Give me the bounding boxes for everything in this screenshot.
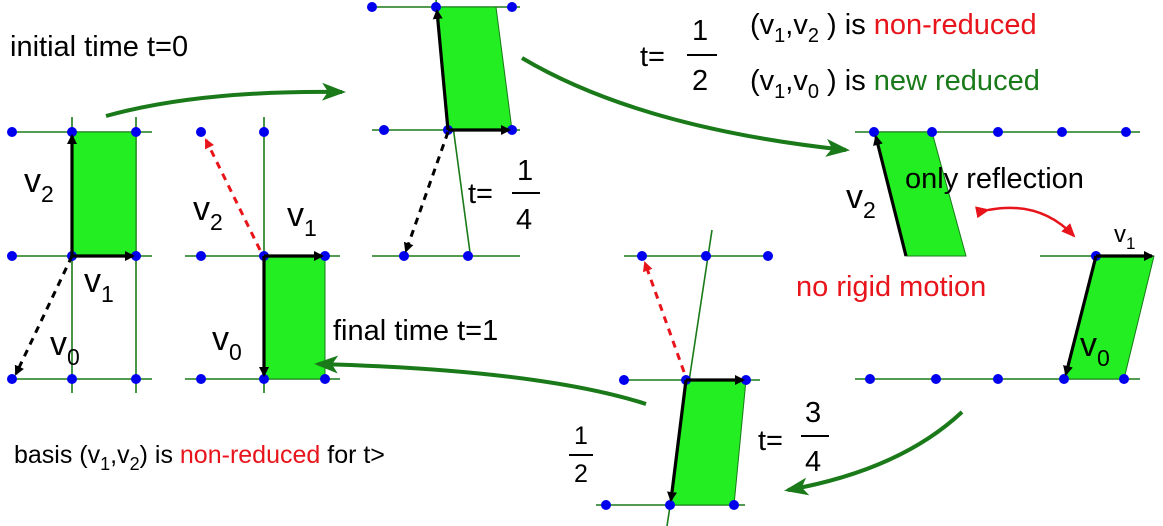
- lattice-points: [865, 127, 1131, 384]
- label-v0: v0: [50, 325, 80, 370]
- vector-v2: [432, 9, 450, 131]
- frac-den: 4: [805, 446, 821, 478]
- label-v1: v1: [84, 262, 114, 307]
- t-label: t=: [758, 425, 783, 457]
- basis-statement: basis (v1,v2) is non-reduced for t> 1 2: [14, 422, 593, 488]
- cell-t-three-quarter: [669, 379, 747, 506]
- t-label: t=: [640, 41, 665, 73]
- lattice-points: [601, 251, 773, 510]
- vector-v0: [667, 379, 688, 502]
- vector-v0-dashed: [403, 131, 450, 253]
- reduced-cell-t0: [71, 131, 137, 257]
- t-label: t=: [468, 178, 493, 210]
- reflection-arrow: [975, 206, 1076, 238]
- only-reflection-label: only reflection: [905, 163, 1084, 195]
- no-rigid-motion-label: no rigid motion: [796, 271, 986, 303]
- arrow-half-to-three-quarter: [784, 410, 964, 496]
- frac-den: 2: [692, 65, 708, 97]
- reduced-cell-t1: [263, 255, 326, 380]
- vector-v0-dashed: [14, 255, 74, 376]
- label-v1: v1: [287, 196, 317, 241]
- frac-num: 1: [574, 422, 588, 450]
- vector-v2-dashed: [642, 261, 686, 373]
- frac-num: 3: [805, 397, 821, 429]
- panel-t0: v2 v1 v0 initial time t=0: [7, 31, 188, 393]
- initial-time-label: initial time t=0: [10, 31, 188, 63]
- final-time-label: final time t=1: [333, 315, 498, 347]
- frac-den: 2: [574, 460, 588, 488]
- panel-t-half: v2 v1 v0 only reflection no rigid motion…: [640, 9, 1155, 384]
- new-reduced-statement: (v1,v0 ) is new reduced: [750, 65, 1040, 103]
- label-v2: v2: [24, 162, 54, 207]
- panel-t1: v2 v1 v0 final time t=1: [185, 117, 498, 393]
- vector-v0: [1063, 255, 1098, 376]
- label-v0: v0: [212, 320, 242, 365]
- frac-num: 1: [692, 15, 708, 47]
- label-v2: v2: [846, 178, 876, 223]
- panel-t-three-quarter: t= 3 4: [596, 229, 829, 526]
- arrow-t0-to-quarter: [105, 82, 346, 118]
- arrow-quarter-to-half: [520, 56, 850, 157]
- frac-num: 1: [517, 155, 533, 187]
- label-v2: v2: [193, 190, 223, 235]
- arrow-three-quarter-to-t1: [314, 355, 647, 406]
- frac-den: 4: [516, 204, 532, 236]
- basis-non-reduced-text: basis (v1,v2) is non-reduced for t>: [14, 441, 385, 474]
- non-reduced-statement: (v1,v2 ) is non-reduced: [750, 9, 1037, 47]
- transition-arrows: [105, 56, 964, 496]
- vector-v2: [873, 135, 908, 257]
- label-v1: v1: [1114, 221, 1135, 253]
- panel-t-quarter: t= 1 4: [367, 0, 540, 261]
- label-v0: v0: [1080, 326, 1110, 371]
